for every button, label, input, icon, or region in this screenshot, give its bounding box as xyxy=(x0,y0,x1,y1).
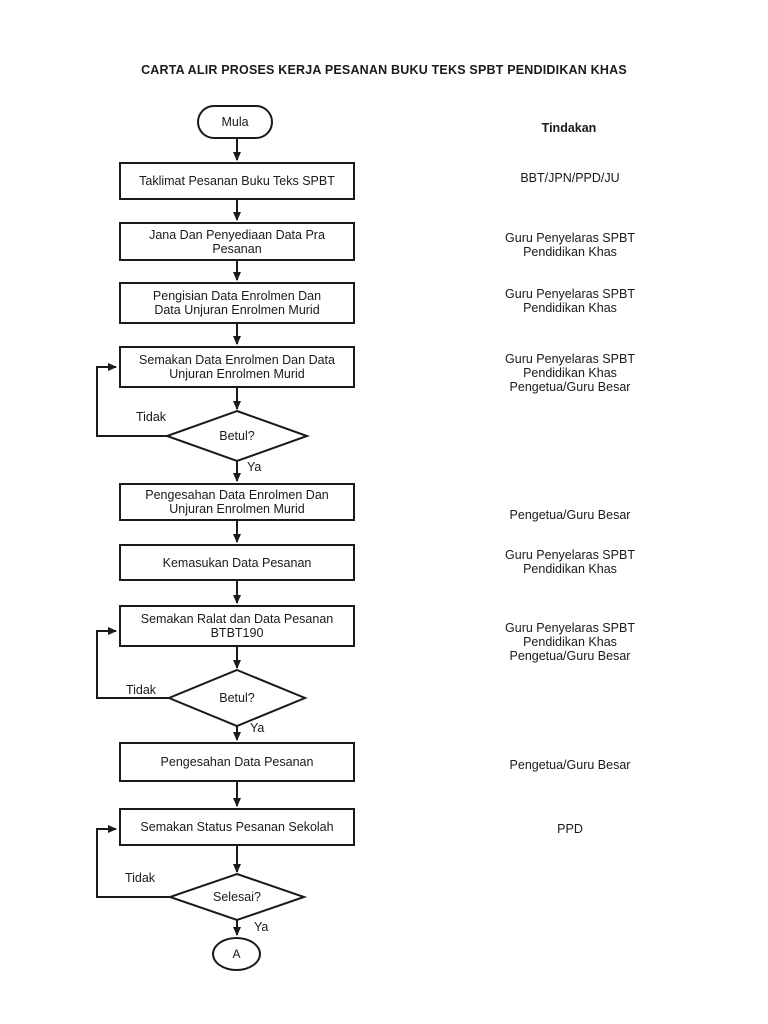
no-label-3: Tidak xyxy=(124,871,156,885)
action-label-9: PPD xyxy=(557,822,583,836)
action-label-7: Guru Penyelaras SPBT Pendidikan Khas Pen… xyxy=(505,621,635,663)
yes-label-1: Ya xyxy=(247,460,262,474)
process-step-2: Jana Dan Penyediaan Data Pra Pesanan xyxy=(119,222,355,261)
process-step-3: Pengisian Data Enrolmen Dan Data Unjuran… xyxy=(119,282,355,324)
page-title: CARTA ALIR PROSES KERJA PESANAN BUKU TEK… xyxy=(141,63,627,77)
process-step-6: Kemasukan Data Pesanan xyxy=(119,544,355,581)
no-label-1: Tidak xyxy=(135,410,167,424)
process-step-5: Pengesahan Data Enrolmen Dan Unjuran Enr… xyxy=(119,483,355,521)
process-step-1: Taklimat Pesanan Buku Teks SPBT xyxy=(119,162,355,200)
process-step-4: Semakan Data Enrolmen Dan Data Unjuran E… xyxy=(119,346,355,388)
decision-diamond-2 xyxy=(166,668,308,728)
decision-diamond-1 xyxy=(164,409,310,463)
yes-label-2: Ya xyxy=(250,721,265,735)
process-step-7: Semakan Ralat dan Data Pesanan BTBT190 xyxy=(119,605,355,647)
decision-diamonds xyxy=(164,409,310,922)
offpage-connector-label: A xyxy=(232,947,241,961)
process-step-9: Semakan Status Pesanan Sekolah xyxy=(119,808,355,846)
yes-label-3: Ya xyxy=(254,920,269,934)
decision-label-3: Selesai? xyxy=(213,890,261,904)
actions-column-header: Tindakan xyxy=(541,121,597,135)
no-loop-arrows xyxy=(96,363,170,898)
start-terminator: Mula xyxy=(197,105,273,139)
action-label-1: BBT/JPN/PPD/JU xyxy=(520,171,620,185)
action-label-3: Guru Penyelaras SPBT Pendidikan Khas xyxy=(505,287,635,315)
decision-diamond-3 xyxy=(166,872,308,922)
action-label-2: Guru Penyelaras SPBT Pendidikan Khas xyxy=(505,231,635,259)
process-step-8: Pengesahan Data Pesanan xyxy=(119,742,355,782)
action-label-4: Guru Penyelaras SPBT Pendidikan Khas Pen… xyxy=(505,352,635,394)
start-label: Mula xyxy=(221,115,249,129)
action-label-8: Pengetua/Guru Besar xyxy=(509,758,631,772)
action-label-6: Guru Penyelaras SPBT Pendidikan Khas xyxy=(505,548,635,576)
offpage-connector: A xyxy=(212,937,261,971)
no-label-2: Tidak xyxy=(125,683,157,697)
decision-label-1: Betul? xyxy=(219,429,255,443)
decision-label-2: Betul? xyxy=(219,691,255,705)
action-label-5: Pengetua/Guru Besar xyxy=(509,508,631,522)
